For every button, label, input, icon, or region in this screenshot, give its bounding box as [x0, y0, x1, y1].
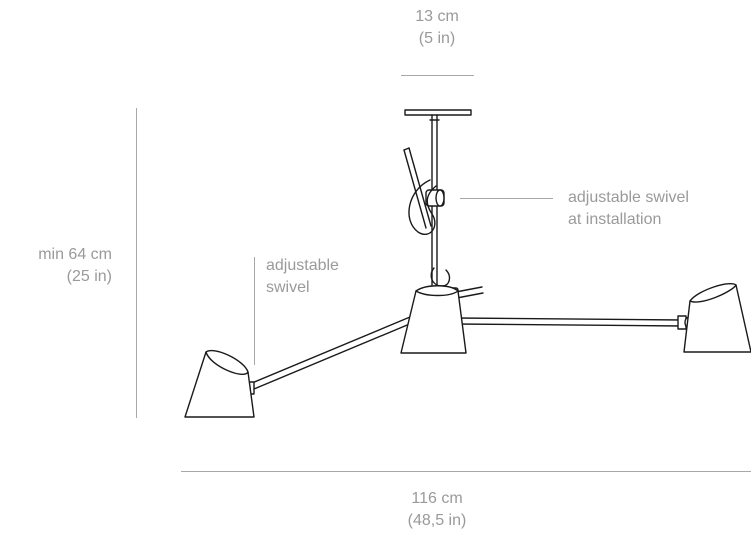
- canopy-width-line: [401, 75, 474, 76]
- min-height-label: min 64 cm (25 in): [0, 244, 112, 288]
- right-arm-bottom: [454, 323, 683, 327]
- install-swivel-leader: [460, 198, 553, 199]
- install-swivel-line2: at installation: [568, 211, 662, 228]
- min-height-metric: min 64 cm: [38, 246, 112, 263]
- arm-swivel-leader: [254, 257, 255, 365]
- center-shade: [400, 285, 467, 354]
- install-swivel-label: adjustable swivel at installation: [568, 187, 689, 231]
- canopy-width-metric: 13 cm: [415, 8, 459, 25]
- total-width-label: 116 cm (48,5 in): [387, 488, 487, 532]
- total-width-line: [181, 471, 751, 472]
- left-arm-top: [251, 316, 411, 384]
- left-shade: [184, 349, 255, 418]
- right-shade: [683, 283, 751, 353]
- arm-swivel-line1: adjustable: [266, 257, 339, 274]
- total-width-imperial: (48,5 in): [407, 512, 467, 529]
- arm-swivel-line2: swivel: [266, 279, 310, 296]
- total-width-metric: 116 cm: [411, 490, 463, 507]
- canopy-width-label: 13 cm (5 in): [387, 6, 487, 50]
- canopy-width-imperial: (5 in): [418, 30, 456, 47]
- cable-loop: [408, 179, 437, 235]
- install-swivel-line1: adjustable swivel: [568, 189, 689, 206]
- upper-arm-a: [403, 149, 427, 229]
- arm-swivel-label: adjustable swivel: [266, 255, 339, 299]
- min-height-imperial: (25 in): [66, 268, 112, 285]
- left-arm-bottom: [253, 322, 413, 390]
- min-height-line: [136, 108, 137, 418]
- canopy-plate: [404, 109, 472, 116]
- right-arm-top: [454, 317, 683, 321]
